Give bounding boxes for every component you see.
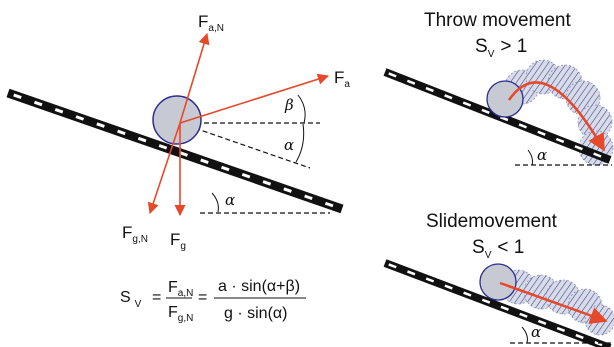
throw-hatched-trajectory: [504, 59, 614, 166]
label-alpha-upper: α: [284, 136, 294, 154]
throw-title: Throw movement: [424, 10, 571, 31]
label-fgn: Fg,N: [122, 223, 148, 245]
alpha-arc-upper: [295, 123, 305, 163]
formula-eq-2: =: [198, 289, 207, 306]
force-arrow-fan: [179, 32, 210, 124]
ball: [152, 95, 202, 145]
slide-condition: SV< 1: [472, 237, 524, 261]
slide-alpha: α: [531, 323, 541, 341]
label-fan: Fa,N: [198, 12, 224, 34]
label-beta: β: [284, 96, 294, 114]
formula-eq-1: =: [152, 289, 161, 306]
label-fa: Fa: [334, 68, 350, 90]
throw-trajectory-arrow: [507, 81, 606, 152]
slope-parallel-line: [179, 122, 311, 169]
force-arrow-fa: [179, 73, 330, 124]
slide-trajectory-arrow: [499, 281, 608, 324]
throw-condition: SV> 1: [475, 36, 527, 60]
slide-alpha-arc: [521, 326, 528, 344]
throw-ball: [486, 80, 524, 118]
label-fg: Fg: [170, 230, 186, 252]
alpha-arc-base: [211, 192, 219, 213]
slide-ball: [479, 263, 517, 301]
beta-arc: [297, 94, 306, 124]
throw-panel: Throw movement SV> 1 α: [383, 10, 614, 166]
slide-panel: Slidemovement SV< 1 α: [383, 211, 614, 347]
main-slope: [6, 88, 344, 214]
formula-num1: Fa,N: [168, 279, 193, 299]
slide-title: Slidemovement: [426, 211, 558, 232]
throw-alpha: α: [537, 146, 547, 164]
formula-den2: g · sin(α): [224, 305, 287, 322]
throw-alpha-arc: [527, 149, 533, 166]
formula-den1: Fg,N: [168, 304, 193, 324]
force-arrow-fgn: [147, 122, 181, 215]
label-alpha-base: α: [225, 191, 235, 209]
formula-num2: a · sin(α+β): [218, 278, 300, 295]
